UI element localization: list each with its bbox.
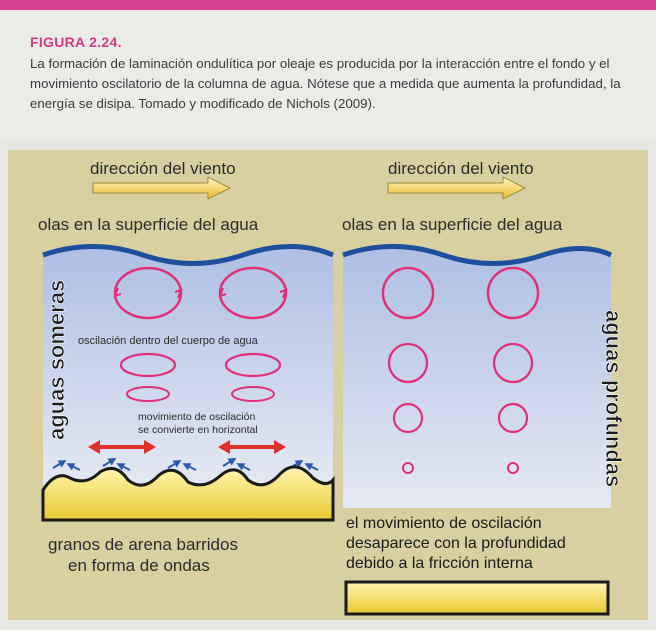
orbit-circle-icon [392,402,424,434]
left-side-label: aguas someras [44,280,69,440]
right-wind-label: dirección del viento [388,159,534,178]
orbit-circle-icon [113,266,183,320]
top-accent-bar [0,0,656,10]
orbit-circle-icon [507,462,519,474]
right-surface-label: olas en la superficie del agua [342,215,563,234]
orbit-circle-icon [486,266,540,320]
orbit-circle-icon [387,342,429,384]
left-panel: dirección del viento olas en la superfic… [38,159,335,575]
left-water-body [43,246,333,485]
grain-arrows [52,457,319,471]
right-panel: dirección del viento olas en la superfic… [342,159,626,616]
caption-text: La formación de laminación ondulítica po… [30,56,621,111]
figure-svg: dirección del viento olas en la superfic… [38,159,626,616]
right-side-label: aguas profundas [601,310,626,487]
horizontal-arrow-icon [88,440,156,454]
orbit-circle-icon [231,386,275,402]
left-bottom-label-2: en forma de ondas [68,556,210,575]
right-sand-floor [344,580,610,616]
right-bottom-label-2: desaparece con la profundidad [346,535,566,552]
orbit-circle-icon [402,462,414,474]
left-wave-line [42,244,334,266]
orbit-arrowhead [174,288,183,299]
orbit-circle-icon [218,266,288,320]
wind-arrow-icon [387,176,527,200]
orbit-circle-icon [224,352,282,378]
wind-arrow-icon [92,176,232,200]
orbit-circle-icon [126,386,170,402]
left-bottom-label-1: granos de arena barridos [48,535,238,554]
left-horizontal-label-2: se convierte en horizontal [138,424,258,436]
figure-caption: FIGURA 2.24. La formación de laminación … [0,10,656,140]
orbit-arrowhead [113,287,122,298]
left-oscillation-label: oscilación dentro del cuerpo de agua [78,335,259,347]
orbit-circle-icon [119,352,177,378]
left-sand-ripples [41,465,335,522]
left-wind-label: dirección del viento [90,159,236,178]
orbit-circle-icon [492,342,534,384]
right-bottom-label-3: debido a la fricción interna [346,555,533,572]
orbit-circle-icon [381,266,435,320]
left-horizontal-label-1: movimiento de oscilación [138,411,255,423]
figure-label: FIGURA 2.24. [30,34,122,50]
right-bottom-label-1: el movimiento de oscilación [346,515,542,532]
horizontal-arrow-icon [218,440,286,454]
right-water-body [343,246,611,508]
orbit-arrowhead [279,288,288,299]
figure-illustration: dirección del viento olas en la superfic… [8,150,648,620]
right-wave-line [342,244,613,266]
left-surface-label: olas en la superficie del agua [38,215,259,234]
orbit-circle-icon [497,402,529,434]
orbit-arrowhead [218,287,227,298]
